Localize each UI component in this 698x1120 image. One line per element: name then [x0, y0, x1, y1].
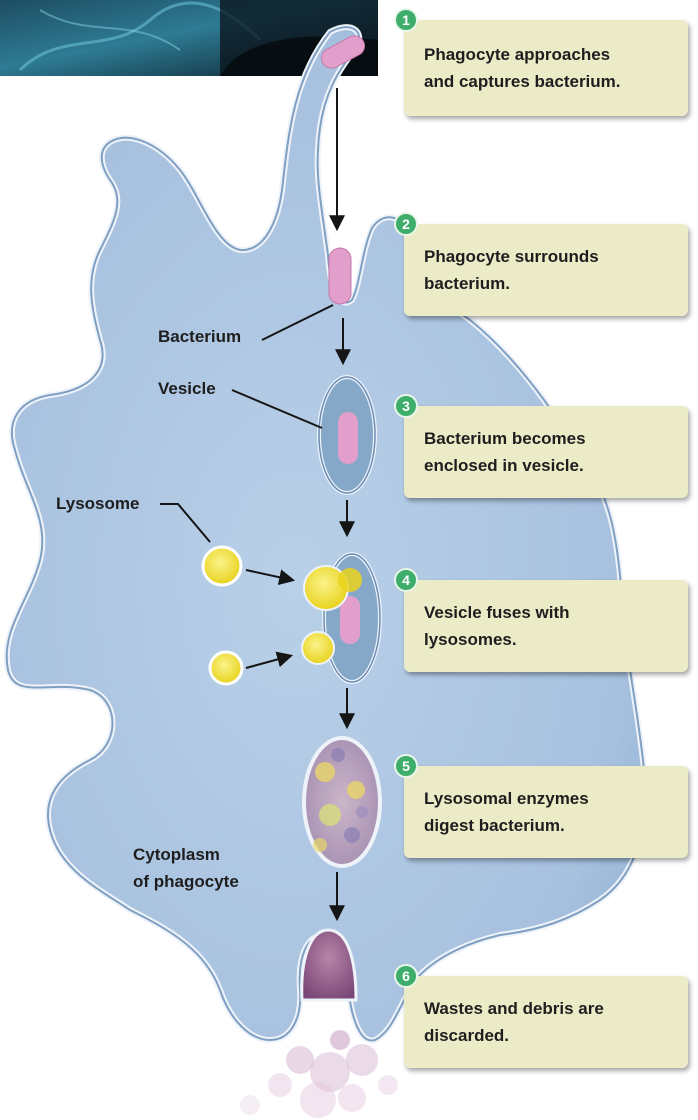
- phagocyte-cell: [3, 24, 649, 1044]
- bacterium-surrounded: [328, 247, 352, 305]
- step-5-badge: 5: [394, 754, 418, 778]
- step-2-text: Phagocyte surrounds bacterium.: [424, 247, 599, 293]
- step-3-box: Bacterium becomes enclosed in vesicle.: [404, 406, 688, 498]
- step-5-box: Lysosomal enzymes digest bacterium.: [404, 766, 688, 858]
- step-1-text: Phagocyte approaches and captures bacter…: [424, 45, 621, 91]
- digestive-vesicle: [302, 736, 382, 868]
- step-4-badge: 4: [394, 568, 418, 592]
- step-3-badge: 3: [394, 394, 418, 418]
- step-3-text: Bacterium becomes enclosed in vesicle.: [424, 429, 586, 475]
- vesicle-label: Vesicle: [158, 379, 216, 398]
- leader-lines: [160, 304, 334, 543]
- vesicle-with-bacterium: [317, 375, 377, 495]
- lysosome-1: [201, 545, 243, 587]
- waste-vesicle: [240, 928, 398, 1118]
- cytoplasm-label: Cytoplasm of phagocyte: [133, 845, 239, 891]
- step-6-badge: 6: [394, 964, 418, 988]
- step-6-text: Wastes and debris are discarded.: [424, 999, 604, 1045]
- step-2-box: Phagocyte surrounds bacterium.: [404, 224, 688, 316]
- micrograph-photo-strip: [0, 0, 378, 76]
- vesicle-fusing: [301, 552, 382, 684]
- step-1-badge: 1: [394, 8, 418, 32]
- lysosome-label: Lysosome: [56, 494, 140, 513]
- bacterium-label: Bacterium: [158, 327, 242, 346]
- step-6-box: Wastes and debris are discarded.: [404, 976, 688, 1068]
- step-1-box: Phagocyte approaches and captures bacter…: [404, 20, 688, 116]
- step-4-box: Vesicle fuses with lysosomes.: [404, 580, 688, 672]
- step-4-text: Vesicle fuses with lysosomes.: [424, 603, 570, 649]
- bacterium-captured: [321, 35, 365, 69]
- process-arrows: [245, 88, 355, 922]
- step-5-text: Lysosomal enzymes digest bacterium.: [424, 789, 589, 835]
- step-2-badge: 2: [394, 212, 418, 236]
- lysosome-2: [208, 650, 244, 686]
